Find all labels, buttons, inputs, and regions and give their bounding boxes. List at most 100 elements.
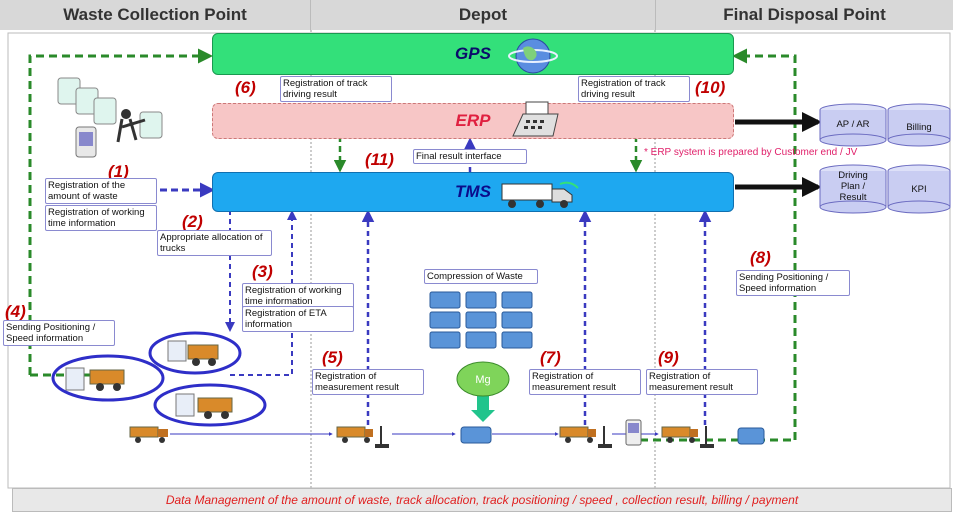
db-driving-line2: Plan /	[840, 181, 866, 192]
note-reg-amount: Registration of the amount of waste	[45, 178, 157, 204]
step-1: (1)	[108, 162, 129, 181]
waste-box-icon	[460, 426, 492, 444]
truck-ellipse-top	[148, 331, 242, 375]
note-compression-l1: Compression of Waste	[427, 271, 523, 282]
note-track-right: Registration of track driving result	[578, 76, 690, 102]
tms-label: TMS	[455, 182, 491, 201]
globe-icon	[508, 38, 558, 74]
note-reg-working1: Registration of working time information	[45, 205, 157, 231]
truck-scale-icon-1	[336, 426, 389, 448]
note-compression: Compression of Waste	[424, 269, 538, 284]
note-meas5: Registration of measurement result	[312, 369, 424, 395]
note-reg-eta-l2: information	[245, 319, 292, 330]
waste-boxes-icon	[429, 291, 533, 349]
note-meas5-l1: Registration of	[315, 371, 377, 382]
note-track-left-l1: Registration of track	[283, 78, 368, 89]
note-sending-left-l1: Sending Positioning /	[6, 322, 96, 333]
header-collection-label: Waste Collection Point	[63, 5, 247, 24]
step-10: (10)	[695, 78, 726, 97]
header-depot-label: Depot	[458, 5, 508, 24]
step-9: (9)	[658, 348, 679, 367]
note-meas9-l1: Registration of	[649, 371, 711, 382]
step-7: (7)	[540, 348, 561, 367]
note-reg-working2-l1: Registration of working	[245, 285, 342, 296]
note-track-left-l2: driving result	[283, 89, 337, 100]
note-sending-right-l2: Speed information	[739, 283, 817, 294]
header-disposal: Final Disposal Point	[656, 0, 953, 30]
step-8: (8)	[750, 248, 771, 267]
note-alloc: Appropriate allocation of trucks	[157, 230, 272, 256]
note-reg-working2-l2: time information	[245, 296, 313, 307]
truck-ellipse-left	[51, 354, 165, 402]
note-meas7-l1: Registration of	[532, 371, 594, 382]
note-reg-amount-l2: amount of waste	[48, 191, 118, 202]
db-billing-label: Billing	[906, 122, 932, 133]
db-driving-plan-label: Driving Plan / Result	[818, 170, 888, 203]
step-6: (6)	[235, 78, 256, 97]
erp-label: ERP	[455, 111, 491, 130]
note-track-right-l1: Registration of track	[581, 78, 666, 89]
note-sending-right-l1: Sending Positioning /	[739, 272, 829, 283]
db-kpi-label: KPI	[911, 184, 927, 195]
recycle-bin-icon	[737, 427, 765, 445]
erp-bar: ERP	[212, 103, 734, 139]
gps-left-loop	[28, 48, 213, 375]
db-kpi	[887, 164, 951, 214]
db-driving-line3: Result	[839, 192, 867, 203]
note-meas5-l2: measurement result	[315, 382, 399, 393]
note-reg-eta: Registration of ETA information	[242, 306, 354, 332]
header-depot: Depot	[311, 0, 656, 30]
db-driving-line1: Driving	[838, 170, 868, 181]
note-meas9: Registration of measurement result	[646, 369, 758, 395]
waste-bins-icon	[57, 77, 163, 158]
note-meas7-l2: measurement result	[532, 382, 616, 393]
cash-register-icon	[512, 101, 559, 137]
step-5: (5)	[322, 348, 343, 367]
note-reg-working1-l1: Registration of working	[48, 207, 145, 218]
header-collection: Waste Collection Point	[0, 0, 311, 30]
note-final-result-l1: Final result interface	[416, 151, 502, 162]
svg-text:Mg: Mg	[475, 374, 490, 386]
note-reg-eta-l1: Registration of ETA	[245, 308, 327, 319]
db-driving-plan	[819, 164, 887, 214]
compression-arrow	[471, 395, 495, 422]
gps-label: GPS	[455, 44, 491, 63]
compression-machine-icon: Mg	[456, 361, 510, 397]
note-track-left: Registration of track driving result	[280, 76, 392, 102]
note-meas9-l2: measurement result	[649, 382, 733, 393]
step-11: (11)	[365, 150, 394, 169]
truck-scale-icon-3	[661, 426, 714, 448]
footer-banner: Data Management of the amount of waste, …	[12, 488, 952, 512]
gps-right-loop	[732, 48, 797, 440]
truck-icon-2	[65, 367, 125, 391]
note-alloc-l2: trucks	[160, 243, 186, 254]
gps-bar: GPS	[212, 33, 734, 75]
db-ap-ar	[819, 103, 887, 147]
note-reg-working1-l2: time information	[48, 218, 116, 229]
erp-note: * ERP system is prepared by Customer end…	[644, 147, 858, 158]
truck-scale-icon-2	[559, 426, 612, 448]
step-4: (4)	[5, 302, 26, 321]
handheld-device-icon	[625, 419, 642, 446]
truck-ellipse-bottom	[153, 383, 267, 427]
tms-truck-icon	[501, 181, 579, 208]
db-billing	[887, 103, 951, 147]
header-disposal-label: Final Disposal Point	[723, 5, 886, 24]
note-sending-left: Sending Positioning / Speed information	[3, 320, 115, 346]
step-2: (2)	[182, 212, 203, 231]
truck-icon-3	[175, 393, 233, 419]
tms-bar: TMS	[212, 172, 734, 212]
note-track-right-l2: driving result	[581, 89, 635, 100]
eta-arrow	[230, 210, 297, 376]
truck-icon-1	[167, 340, 219, 366]
note-sending-left-l2: Speed information	[6, 333, 84, 344]
note-meas7: Registration of measurement result	[529, 369, 641, 395]
footer-text: Data Management of the amount of waste, …	[165, 493, 799, 507]
note-reg-amount-l1: Registration of the	[48, 180, 126, 191]
note-sending-right: Sending Positioning / Speed information	[736, 270, 850, 296]
truck-icon-bottom-1	[129, 426, 168, 443]
note-alloc-l1: Appropriate allocation of	[160, 232, 263, 243]
step-3: (3)	[252, 262, 273, 281]
note-final-result: Final result interface	[413, 149, 527, 164]
